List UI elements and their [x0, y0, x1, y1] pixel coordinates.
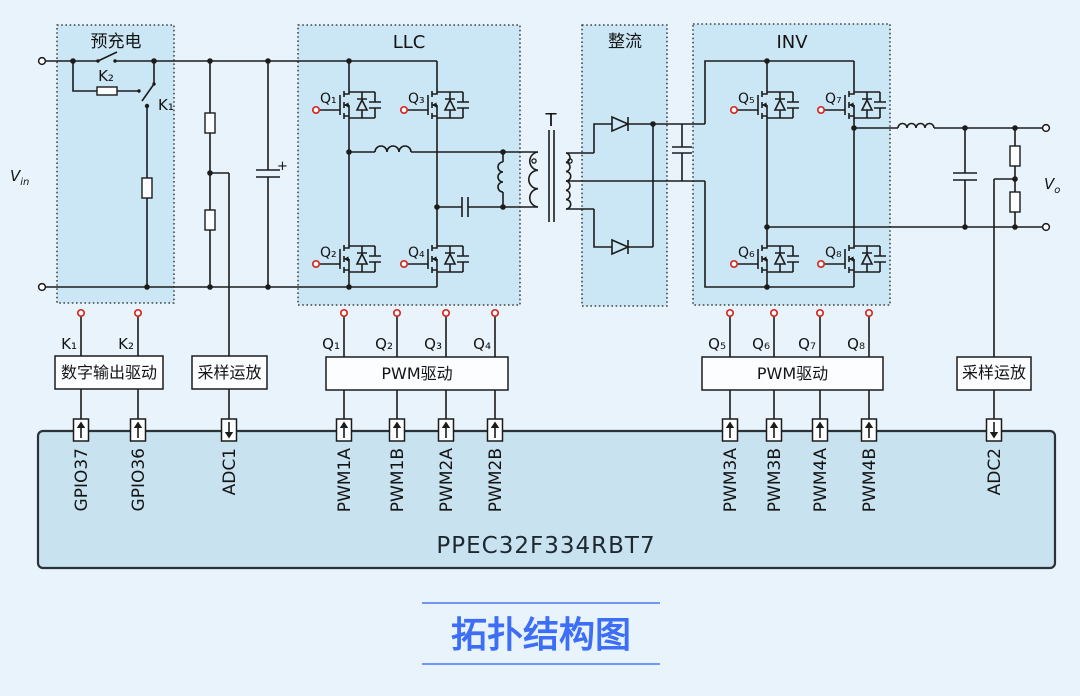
pin-adc1	[220, 418, 238, 442]
q5-gate-label: Q₅	[738, 91, 755, 107]
vin-positive-terminal	[37, 56, 47, 66]
digital-output-driver-label: 数字输出驱动	[61, 363, 157, 382]
inductor-and-winding-coils	[374, 122, 935, 210]
q3-gate-label: Q₃	[408, 91, 425, 107]
pwm-driver-right-box	[701, 356, 884, 391]
mosfet-gate-labels: Q₁ Q₂ Q₃ Q₄ Q₅ Q₆ Q₇ Q₈	[320, 91, 842, 261]
pin-pwm1b	[388, 418, 406, 442]
pin-pwm1a	[335, 418, 353, 442]
q4-gate-label: Q₄	[408, 245, 425, 261]
digital-output-driver-box	[54, 355, 164, 390]
rectifier-diodes	[611, 115, 630, 256]
pin-pwm4a	[811, 418, 829, 442]
junction-dots	[70, 58, 1018, 290]
inverter-block-label: INV	[776, 32, 808, 53]
vin-label: Vin	[10, 167, 29, 188]
rectifier-block	[581, 24, 668, 307]
k1-drive-label: K₁	[61, 335, 77, 353]
inverter-block	[692, 23, 891, 306]
pin-pwm2b	[486, 418, 504, 442]
function-blocks: 预充电 LLC 整流 INV	[56, 23, 891, 307]
q3-drive-label: Q₃	[424, 335, 442, 353]
pin-pwm4b	[860, 418, 878, 442]
pin-pwm2a	[437, 418, 455, 442]
diode-bottom	[611, 238, 630, 256]
pin-gpio37	[72, 418, 90, 442]
pin-pwm3b	[765, 418, 783, 442]
sampling-opamp-right-label: 采样运放	[962, 363, 1026, 382]
pwm-driver-left-label: PWM驱动	[381, 364, 452, 383]
llc-block-label: LLC	[393, 32, 426, 53]
pin-adc2	[985, 418, 1003, 442]
page-title: 拓扑结构图	[451, 615, 631, 656]
pin-label-pwm4b: PWM4B	[860, 448, 880, 512]
pin-pwm3a	[721, 418, 739, 442]
pin-label-pwm2b: PWM2B	[486, 448, 506, 512]
k1-switch-label: K₁	[158, 96, 174, 114]
sampling-opamp-left-label: 采样运放	[197, 363, 261, 382]
q8-drive-label: Q₈	[847, 335, 865, 353]
rectifier-block-label: 整流	[608, 32, 642, 52]
io-terminals	[37, 56, 1051, 292]
mcu-chip	[36, 429, 1057, 570]
output-divider-resistor-top	[1009, 145, 1021, 167]
input-divider-resistor-bottom	[204, 209, 216, 231]
pin-label-pwm4a: PWM4A	[811, 448, 831, 513]
pin-label-gpio36: GPIO36	[129, 448, 149, 511]
q2-drive-label: Q₂	[375, 335, 393, 353]
precharge-block	[56, 24, 175, 304]
k2-drive-label: K₂	[118, 335, 134, 353]
pin-label-adc1: ADC1	[220, 448, 240, 495]
primary-polarity-dot	[531, 158, 537, 164]
pin-label-pwm3a: PWM3A	[721, 448, 741, 513]
input-divider-resistor-top	[204, 112, 216, 134]
pin-label-pwm1b: PWM1B	[388, 448, 408, 512]
drive-connection-terminals	[76, 308, 874, 318]
switch-contact-dots	[96, 59, 156, 109]
diode-top	[611, 115, 630, 133]
q7-drive-label: Q₇	[798, 335, 816, 353]
sampling-opamp-left-box	[191, 355, 268, 390]
vo-label: Vo	[1044, 175, 1060, 196]
chip-pin-labels: GPIO37 GPIO36 ADC1 PWM1A PWM1B PWM2A PWM…	[72, 448, 1005, 513]
driver-boxes: 数字输出驱动 采样运放 PWM驱动 PWM驱动 采样运放	[54, 355, 1032, 391]
q8-gate-label: Q₈	[825, 245, 842, 261]
drive-connection-labels: K₁ K₂ Q₁ Q₂ Q₃ Q₄ Q₅ Q₆ Q₇ Q₈	[61, 335, 865, 353]
pin-label-adc2: ADC2	[985, 448, 1005, 495]
transformer-label: T	[545, 110, 558, 131]
pwm-driver-left-box	[325, 356, 509, 391]
q5-drive-label: Q₅	[708, 335, 726, 353]
q6-gate-label: Q₆	[738, 245, 755, 261]
q1-gate-label: Q₁	[320, 91, 337, 107]
vo-negative-terminal	[1041, 222, 1051, 232]
q4-drive-label: Q₄	[473, 335, 491, 353]
precharge-resistor	[96, 86, 118, 96]
k2-switch-label: K₂	[98, 67, 114, 85]
bus-cap-polarity: +	[277, 159, 288, 174]
secondary-polarity-dot	[567, 158, 573, 164]
pwm-driver-right-label: PWM驱动	[757, 364, 828, 383]
resistors	[96, 86, 1021, 231]
precharge-block-label: 预充电	[91, 32, 142, 52]
bleeder-resistor	[141, 177, 153, 199]
output-divider-resistor-bottom	[1009, 191, 1021, 213]
pin-gpio36	[129, 418, 147, 442]
pin-label-pwm3b: PWM3B	[765, 448, 785, 512]
vin-negative-terminal	[37, 282, 47, 292]
pin-label-pwm1a: PWM1A	[335, 448, 355, 513]
q2-gate-label: Q₂	[320, 245, 337, 261]
q1-drive-label: Q₁	[322, 335, 340, 353]
vo-positive-terminal	[1041, 123, 1051, 133]
q7-gate-label: Q₇	[825, 91, 842, 107]
caption: 拓扑结构图	[422, 602, 660, 665]
pin-label-gpio37: GPIO37	[72, 448, 92, 511]
sampling-opamp-right-box	[956, 356, 1032, 391]
pin-label-pwm2a: PWM2A	[437, 448, 457, 513]
q6-drive-label: Q₆	[752, 335, 770, 353]
llc-block	[297, 24, 521, 306]
mcu-part-number: PPEC32F334RBT7	[436, 533, 655, 559]
